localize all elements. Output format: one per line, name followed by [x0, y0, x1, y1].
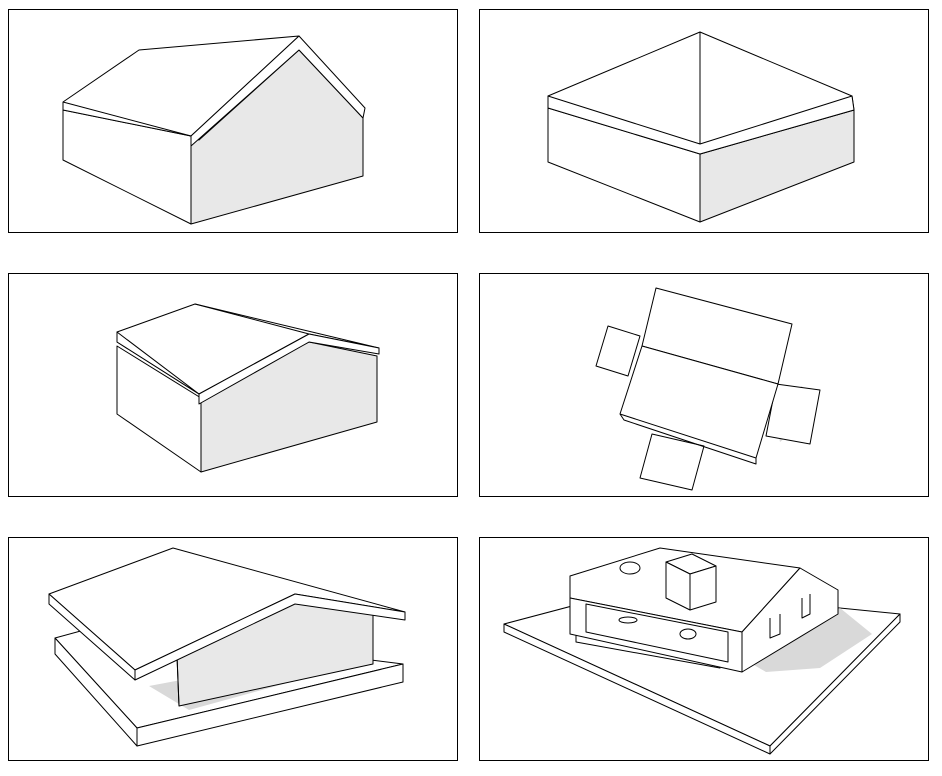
wall-corner [176, 655, 180, 707]
tree-right-icon [679, 628, 697, 640]
roof-fascia-right [134, 593, 406, 681]
bottom-wing [639, 433, 705, 491]
panel-cross-plan-top-view [479, 273, 929, 497]
courtyard-pool [618, 616, 638, 624]
tree-left-icon [619, 561, 641, 575]
building-shadow [742, 608, 872, 672]
hip-fascia [547, 95, 855, 155]
side-window-2 [801, 594, 811, 619]
roof-edge-detail [619, 413, 757, 465]
panel-hip-roof-house [479, 9, 929, 233]
right-wing [765, 383, 821, 445]
central-block-side [689, 565, 717, 611]
gable-roof-house-drawing [62, 35, 366, 225]
platform-edge-right [769, 613, 901, 755]
side-window-1 [769, 614, 781, 639]
panel-gable-roof-house [8, 9, 458, 233]
hip-roof-house-drawing [547, 31, 855, 223]
panel-courtyard-house-on-platform [479, 537, 929, 761]
floating-roof-drawing [48, 547, 406, 747]
gable-roof-trim [190, 35, 366, 147]
low-roof-fascia [116, 331, 380, 405]
low-gable-house-drawing [116, 303, 380, 473]
house-side-wall [741, 567, 839, 673]
courtyard-opening [585, 603, 729, 663]
plinth-side [136, 663, 404, 747]
courtyard-house-drawing [503, 547, 901, 755]
eave-line [62, 101, 192, 137]
panel-floating-roof-on-plinth [8, 537, 458, 761]
panel-low-gable-house [8, 273, 458, 497]
left-wing [595, 325, 641, 377]
cross-plan-drawing [595, 287, 821, 491]
ridge-line [194, 303, 310, 335]
